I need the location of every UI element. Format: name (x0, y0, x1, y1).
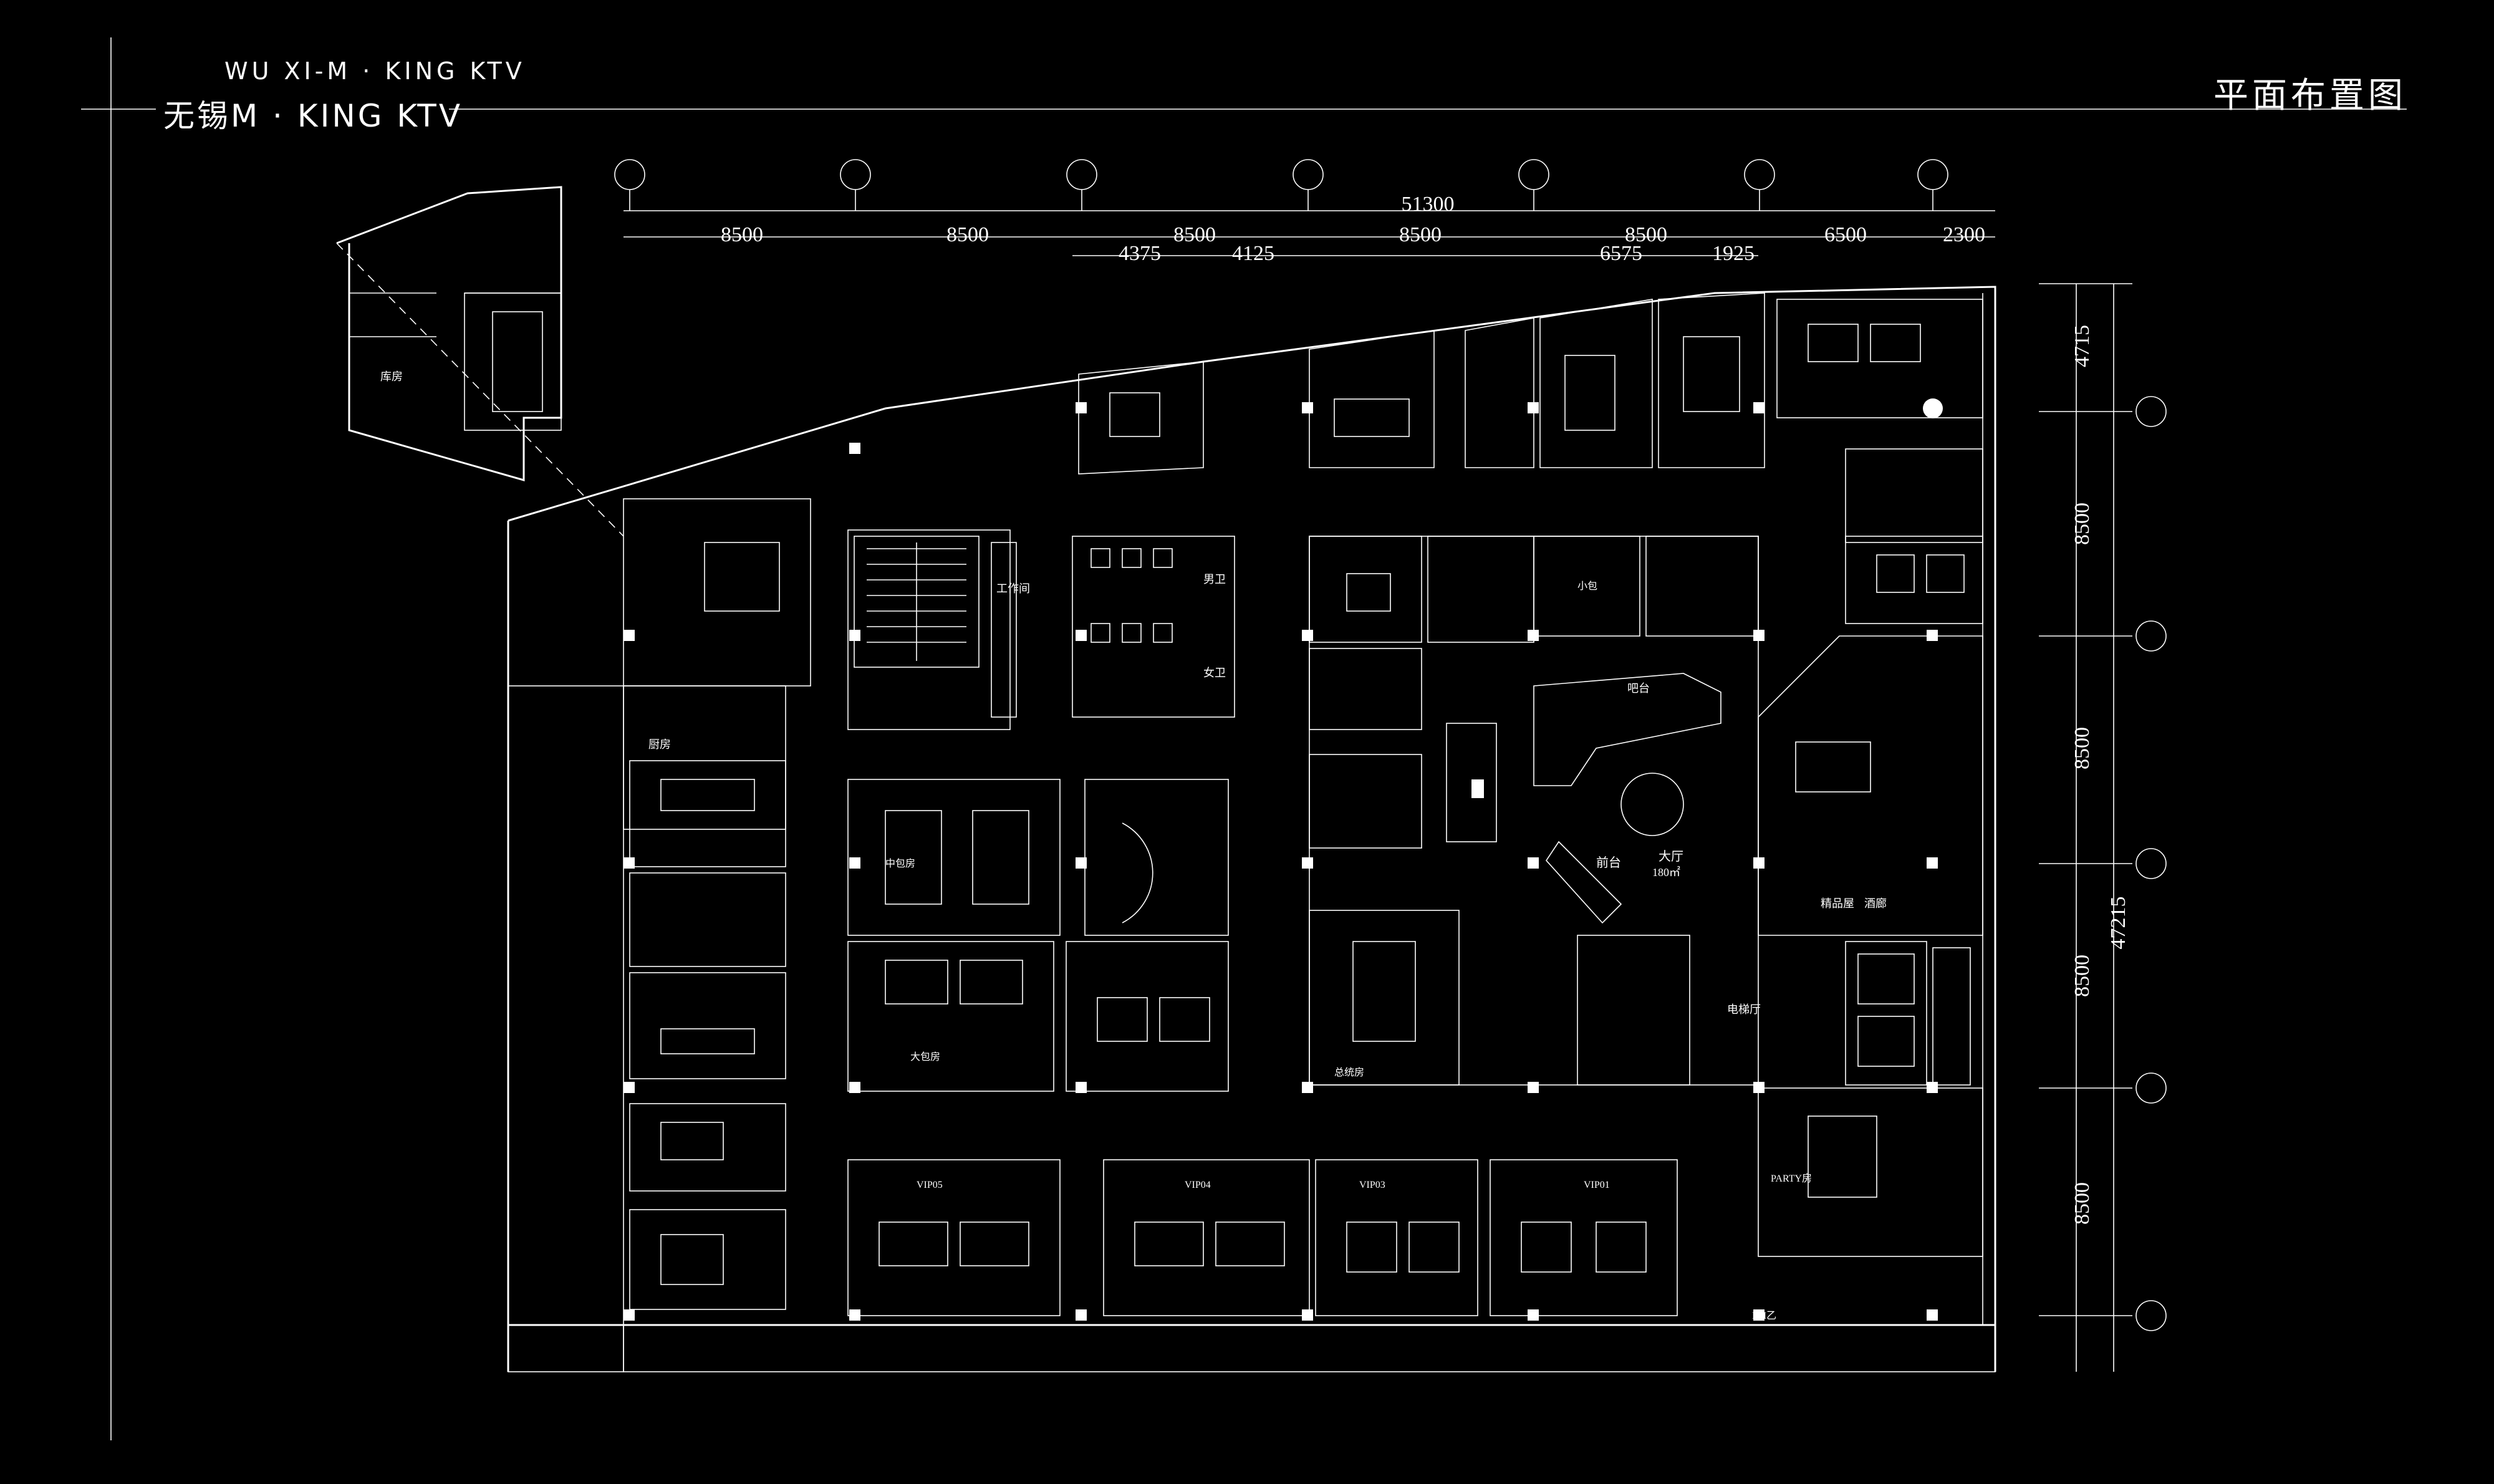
kitchen-label: 厨房 (648, 738, 671, 751)
project-title-en: WU XI-M · KING KTV (224, 57, 526, 85)
hall-area-label: 180㎡ (1652, 865, 1680, 879)
vip-05-label: VIP05 (917, 1180, 943, 1190)
front-desk-label: 前台 (1596, 855, 1621, 870)
boutique-label: 精品屋 (1821, 897, 1854, 910)
north-rooms: 厨房 工作间 男卫 女卫 (623, 292, 1983, 830)
dim-sub-3: 6575 (1600, 242, 1642, 265)
dim-sub-4: 1925 (1712, 242, 1755, 265)
bar-label: 吧台 (1627, 682, 1650, 695)
dim-top-5: 8500 (1625, 223, 1667, 246)
annex-plan: 库房 (336, 186, 624, 537)
dim-right-4: 8500 (2071, 955, 2094, 997)
staircase (854, 536, 980, 668)
east-rooms: 精品屋 酒廊 PARTY房 FM乙 (1752, 448, 1983, 1321)
dim-top-4: 8500 (1399, 223, 1442, 246)
office-label: 工作间 (996, 582, 1030, 595)
dim-total-top: 51300 (1402, 193, 1455, 216)
elevator-hall-label: 电梯厅 (1727, 1003, 1761, 1016)
dim-top-1: 8500 (721, 223, 763, 246)
right-dimension-chain: 4715 8500 8500 8500 8500 47215 (2039, 283, 2167, 1372)
top-dimension-chain: 51300 8500 8500 8500 8500 8500 6500 2300… (624, 193, 1995, 265)
dim-right-5: 8500 (2071, 1182, 2094, 1225)
axis-bubbles-top (614, 159, 1948, 211)
vip-rooms: VIP05 VIP04 VIP03 VIP01 (847, 1159, 1678, 1316)
center-west-rooms: 中包房 大包房 (847, 779, 1229, 1092)
party-label: PARTY房 (1771, 1173, 1812, 1184)
small-box-rooms: 小包 总统房 (1309, 536, 1759, 1086)
vip-01-label: VIP01 (1584, 1180, 1610, 1190)
president-label: 总统房 (1334, 1067, 1364, 1078)
dim-top-3: 8500 (1173, 223, 1216, 246)
wine-gallery-label: 酒廊 (1864, 897, 1887, 910)
structural-columns (624, 402, 1938, 1321)
west-rooms (629, 760, 786, 1310)
vip-03-label: VIP03 (1359, 1180, 1385, 1190)
dim-sub-2: 4125 (1232, 242, 1274, 265)
annex-storage: 库房 (380, 370, 403, 383)
hall-label: 大厅 (1659, 849, 1683, 864)
dim-top-7: 2300 (1943, 223, 1985, 246)
project-title-cn: 无锡M · KING KTV (163, 98, 463, 134)
dim-right-1: 4715 (2071, 325, 2094, 367)
large-box-label: 大包房 (910, 1051, 940, 1062)
vip-04-label: VIP04 (1185, 1180, 1211, 1190)
dim-right-2: 8500 (2071, 503, 2094, 545)
hall-area: 吧台 前台 大厅 180㎡ 电梯厅 (1309, 536, 1761, 1086)
dim-top-2: 8500 (946, 223, 989, 246)
dim-total-right: 47215 (2107, 897, 2130, 950)
dim-top-6: 6500 (1824, 223, 1867, 246)
medium-box-label: 中包房 (885, 858, 915, 869)
dim-sub-1: 4375 (1119, 242, 1161, 265)
female-wc-label: 女卫 (1203, 667, 1226, 679)
dim-right-3: 8500 (2071, 727, 2094, 769)
small-box-label: 小包 (1577, 581, 1597, 592)
male-wc-label: 男卫 (1203, 573, 1226, 585)
